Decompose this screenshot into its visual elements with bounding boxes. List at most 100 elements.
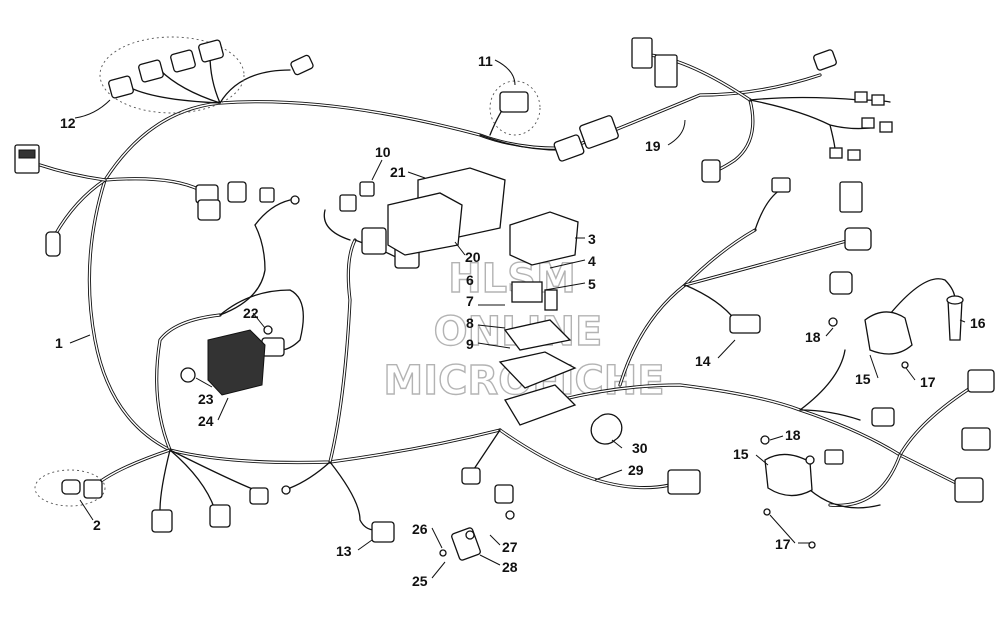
- callout-22: 22: [243, 305, 259, 321]
- cover-9: [498, 351, 577, 389]
- callout-29: 29: [628, 462, 644, 478]
- connector-10: [359, 181, 375, 197]
- callout-labels: 1 2 3 4 5 6 7 8 9 10 11 12 13 14 15 15 1…: [55, 53, 986, 589]
- connector-19-top-b: [654, 54, 678, 88]
- connector-29: [667, 469, 701, 495]
- solenoid-15-top: [864, 311, 913, 355]
- callout-6: 6: [466, 272, 474, 288]
- nut-18-bottom-a: [760, 435, 770, 445]
- terminal-19-d: [879, 121, 893, 133]
- callout-1: 1: [55, 335, 63, 351]
- callout-2: 2: [93, 517, 101, 533]
- callout-24: 24: [198, 413, 214, 429]
- regulator-24: [207, 329, 266, 396]
- connector-group-12-d: [198, 39, 224, 63]
- callout-21: 21: [390, 164, 406, 180]
- connector-bottom-b: [209, 504, 231, 528]
- connector-2-b: [83, 479, 103, 499]
- callout-18-top: 18: [805, 329, 821, 345]
- callout-23: 23: [198, 391, 214, 407]
- connector-d: [259, 187, 275, 203]
- solenoid-15-bottom: [764, 453, 813, 497]
- outlet-16: [947, 299, 963, 341]
- connector-29-b: [494, 484, 514, 504]
- terminal-19-a: [854, 91, 868, 103]
- callout-11: 11: [478, 53, 493, 69]
- callout-17-bottom: 17: [775, 536, 791, 552]
- callout-15-top: 15: [855, 371, 871, 387]
- washer-26: [465, 530, 475, 540]
- fuse-panel-9: [503, 319, 572, 351]
- connector-top-right-of-12: [290, 54, 314, 76]
- group-2-outline: [34, 469, 106, 507]
- connector-group-12-c: [170, 49, 196, 73]
- connector-right-top: [771, 177, 791, 193]
- connector-2-a: [61, 479, 81, 495]
- callout-8: 8: [466, 315, 474, 331]
- connector-bottom-c: [249, 487, 269, 505]
- part-23: [180, 367, 196, 383]
- connector-10-left: [339, 194, 357, 212]
- callout-18-bottom: 18: [785, 427, 801, 443]
- connector-29-a: [461, 467, 481, 485]
- connector-19-top-a: [631, 37, 653, 69]
- nut-27: [505, 510, 515, 520]
- connector-group-12-b: [138, 59, 164, 83]
- connector-right-c: [871, 407, 895, 427]
- fuse-8: [544, 289, 558, 311]
- callout-12: 12: [60, 115, 76, 131]
- module-20: [387, 192, 463, 256]
- connector-14: [729, 314, 761, 334]
- group-12-outline: [99, 36, 245, 114]
- fuse-block: [504, 384, 577, 426]
- terminal-19-f: [847, 149, 861, 161]
- callout-27: 27: [502, 539, 518, 555]
- screw-17-bottom-a: [763, 508, 771, 516]
- callout-10: 10: [375, 144, 391, 160]
- connector-19-bottom: [701, 159, 721, 183]
- terminal-19-e: [829, 147, 843, 159]
- leader-lines: [69, 59, 966, 579]
- connector-far-right-b: [961, 427, 991, 451]
- connector-19-right: [813, 49, 837, 71]
- connector-13: [371, 521, 395, 543]
- components: [207, 167, 964, 561]
- connector-right-tall: [839, 181, 863, 213]
- nut-18-top: [828, 317, 838, 327]
- ring-terminal-top: [290, 195, 300, 205]
- callout-9: 9: [466, 336, 474, 352]
- bracket-right: [824, 449, 844, 465]
- callout-14: 14: [695, 353, 711, 369]
- connector-left-top: [14, 144, 40, 174]
- screw-25: [439, 549, 447, 557]
- callout-25: 25: [412, 573, 428, 589]
- terminal-19-c: [861, 117, 875, 129]
- clamp-30: [590, 413, 623, 445]
- screw-17-top: [901, 361, 909, 369]
- connector-11: [499, 91, 529, 113]
- switch-28: [451, 527, 481, 561]
- connector-19-a: [553, 134, 585, 162]
- connector-far-right-c: [954, 477, 984, 503]
- ring-terminal-bottom: [281, 485, 291, 495]
- connector-left: [45, 231, 61, 257]
- callout-17-top: 17: [920, 374, 936, 390]
- callout-7: 7: [466, 293, 474, 309]
- callout-5: 5: [588, 276, 596, 292]
- callout-20: 20: [465, 249, 481, 265]
- connector-b: [197, 199, 221, 221]
- connector-far-right-a: [967, 369, 995, 393]
- callout-13: 13: [336, 543, 352, 559]
- connector-group-12-a: [108, 75, 134, 99]
- relay-3: [509, 211, 579, 266]
- connector-bottom-a: [151, 509, 173, 533]
- connector-right-b: [829, 271, 853, 295]
- callout-3: 3: [588, 231, 596, 247]
- screw-17-bottom-b: [808, 541, 816, 549]
- callout-19: 19: [645, 138, 661, 154]
- nut-18-bottom-b: [805, 455, 815, 465]
- connector-ecu-a: [361, 227, 387, 255]
- callout-30: 30: [632, 440, 648, 456]
- callout-15-bottom: 15: [733, 446, 749, 462]
